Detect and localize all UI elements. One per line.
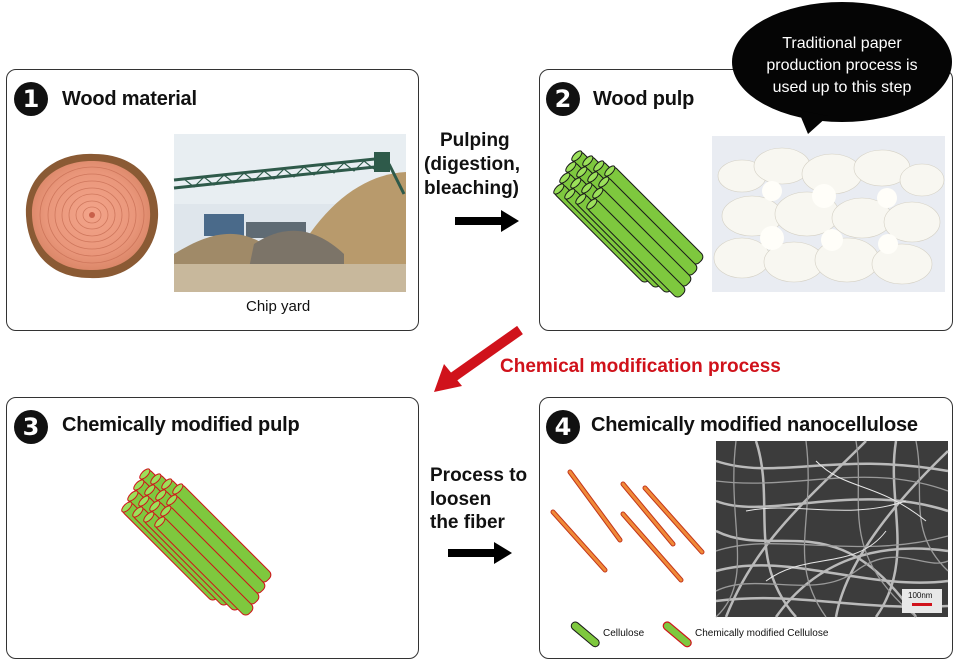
chemical-modification-label: Chemical modification process (500, 356, 781, 377)
legend-modified-cellulose-label: Chemically modified Cellulose (695, 628, 829, 639)
bubble-line-3: used up to this step (772, 79, 912, 96)
speech-bubble (732, 2, 952, 134)
step-title-4: Chemically modified nanocellulose (591, 414, 918, 436)
pulping-label-3: bleaching) (424, 178, 520, 199)
wood-pulp-photo (712, 136, 945, 292)
chip-yard-caption: Chip yard (246, 298, 311, 315)
step-number-1: 1 (14, 82, 48, 116)
legend-cellulose-label: Cellulose (603, 628, 645, 639)
wood-log-cross-section (25, 153, 159, 279)
loosen-label-2: loosen (430, 489, 492, 510)
cylinder-rod (154, 516, 254, 616)
legend-modified-cellulose-icon (662, 621, 692, 648)
step-title-3: Chemically modified pulp (62, 414, 300, 436)
step-title-1: Wood material (62, 88, 197, 110)
step-number-3: 3 (14, 410, 48, 444)
legend-cellulose-icon (570, 621, 600, 648)
right-arrow-bottom (448, 542, 512, 564)
step-number-4: 4 (546, 410, 580, 444)
step-number-2: 2 (546, 82, 580, 116)
right-arrow-top (455, 210, 519, 232)
pulping-label-2: (digestion, (424, 154, 521, 175)
sem-image (715, 440, 949, 618)
bubble-line-2: production process is (766, 57, 918, 74)
loose-nanofibers (550, 469, 705, 583)
loosen-label-3: the fiber (430, 512, 505, 533)
bubble-line-1: Traditional paper (782, 35, 902, 52)
chemical-modification-arrow (434, 325, 523, 392)
chip-yard-photo (173, 134, 406, 292)
modified-cellulose-bundle (121, 468, 272, 616)
cellulose-bundle-green (553, 150, 704, 298)
cylinder-rod (586, 198, 686, 298)
pulping-label-1: Pulping (440, 130, 510, 151)
step-title-2: Wood pulp (593, 88, 695, 110)
loosen-label-1: Process to (430, 465, 528, 486)
scale-bar-label: 100nm (908, 591, 933, 600)
